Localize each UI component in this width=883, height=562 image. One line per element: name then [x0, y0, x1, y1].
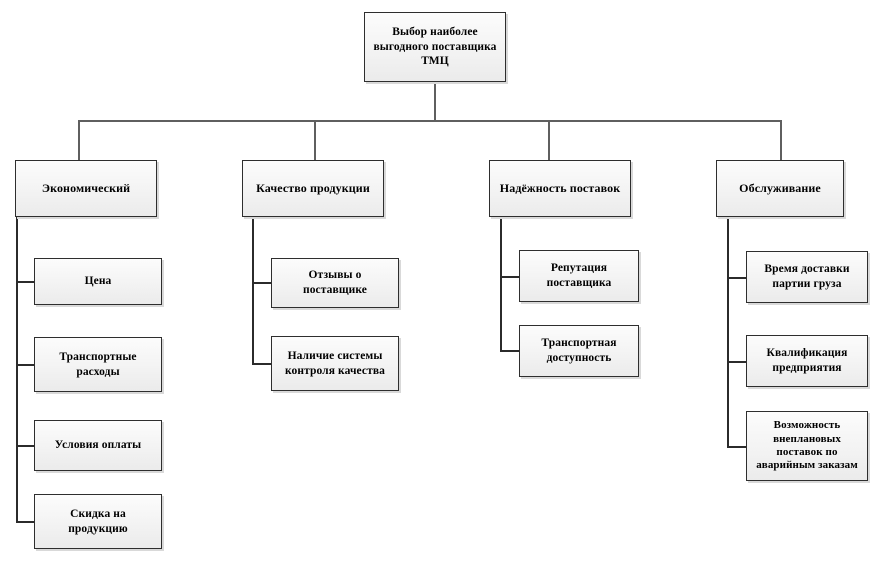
connector-stub-1-3 [16, 445, 35, 447]
connector-drop-branch-2 [314, 120, 316, 160]
node-branch-economic[interactable]: Экономический [15, 160, 157, 217]
connector-drop-branch-4 [780, 120, 782, 160]
node-leaf-quality-control-label: Наличие системы контроля качества [284, 349, 386, 377]
node-branch-reliability[interactable]: Надёжность поставок [489, 160, 631, 217]
node-leaf-emergency-supply-label: Возможность внеплановых поставок по авар… [756, 419, 858, 472]
node-leaf-transport-availability[interactable]: Транспортная доступность [519, 325, 639, 377]
node-branch-quality-label: Качество продукции [256, 180, 370, 195]
node-branch-reliability-label: Надёжность поставок [499, 180, 621, 195]
connector-root-stem [434, 82, 436, 122]
connector-spine-branch-3 [500, 217, 502, 351]
node-leaf-supplier-reviews[interactable]: Отзывы о поставщике [271, 258, 399, 308]
node-leaf-emergency-supply[interactable]: Возможность внеплановых поставок по авар… [746, 411, 868, 481]
connector-main-bus [78, 120, 782, 122]
connector-stub-3-2 [500, 350, 519, 352]
connector-stub-4-1 [727, 277, 746, 279]
node-leaf-qualification-label: Квалификация предприятия [766, 347, 848, 374]
node-leaf-qualification[interactable]: Квалификация предприятия [746, 335, 868, 387]
node-branch-service-label: Обслуживание [739, 180, 821, 195]
node-root[interactable]: Выбор наиболее выгодного поставщика ТМЦ [364, 12, 506, 82]
connector-drop-branch-3 [548, 120, 550, 160]
connector-stub-4-3 [727, 446, 746, 448]
node-leaf-discount[interactable]: Скидка на продукцию [34, 494, 162, 549]
node-leaf-price[interactable]: Цена [34, 258, 162, 305]
node-leaf-discount-label: Скидка на продукцию [68, 507, 128, 535]
connector-spine-branch-4 [727, 217, 729, 447]
connector-stub-1-2 [16, 364, 35, 366]
connector-spine-branch-2 [252, 217, 254, 364]
node-leaf-delivery-time-label: Время доставки партии груза [764, 263, 850, 290]
node-leaf-transport-availability-label: Транспортная доступность [541, 337, 617, 364]
node-leaf-quality-control[interactable]: Наличие системы контроля качества [271, 336, 399, 391]
node-leaf-transport-costs[interactable]: Транспортные расходы [34, 337, 162, 392]
connector-stub-3-1 [500, 276, 519, 278]
node-leaf-payment-terms-label: Условия оплаты [54, 439, 142, 452]
connector-stub-1-4 [16, 521, 35, 523]
node-leaf-price-label: Цена [84, 275, 112, 288]
node-branch-economic-label: Экономический [41, 180, 131, 195]
connector-spine-branch-1 [16, 217, 18, 523]
node-leaf-delivery-time[interactable]: Время доставки партии груза [746, 251, 868, 303]
node-branch-service[interactable]: Обслуживание [716, 160, 844, 217]
node-leaf-supplier-reviews-label: Отзывы о поставщике [302, 269, 367, 296]
connector-drop-branch-1 [78, 120, 80, 160]
connector-stub-1-1 [16, 281, 35, 283]
node-leaf-supplier-reputation[interactable]: Репутация поставщика [519, 250, 639, 302]
connector-stub-2-2 [252, 363, 271, 365]
node-leaf-supplier-reputation-label: Репутация поставщика [546, 262, 612, 289]
node-leaf-transport-costs-label: Транспортные расходы [59, 350, 137, 378]
connector-stub-4-2 [727, 361, 746, 363]
node-branch-quality[interactable]: Качество продукции [242, 160, 384, 217]
node-leaf-payment-terms[interactable]: Условия оплаты [34, 420, 162, 471]
node-root-label: Выбор наиболее выгодного поставщика ТМЦ [373, 25, 497, 68]
connector-stub-2-1 [252, 282, 271, 284]
